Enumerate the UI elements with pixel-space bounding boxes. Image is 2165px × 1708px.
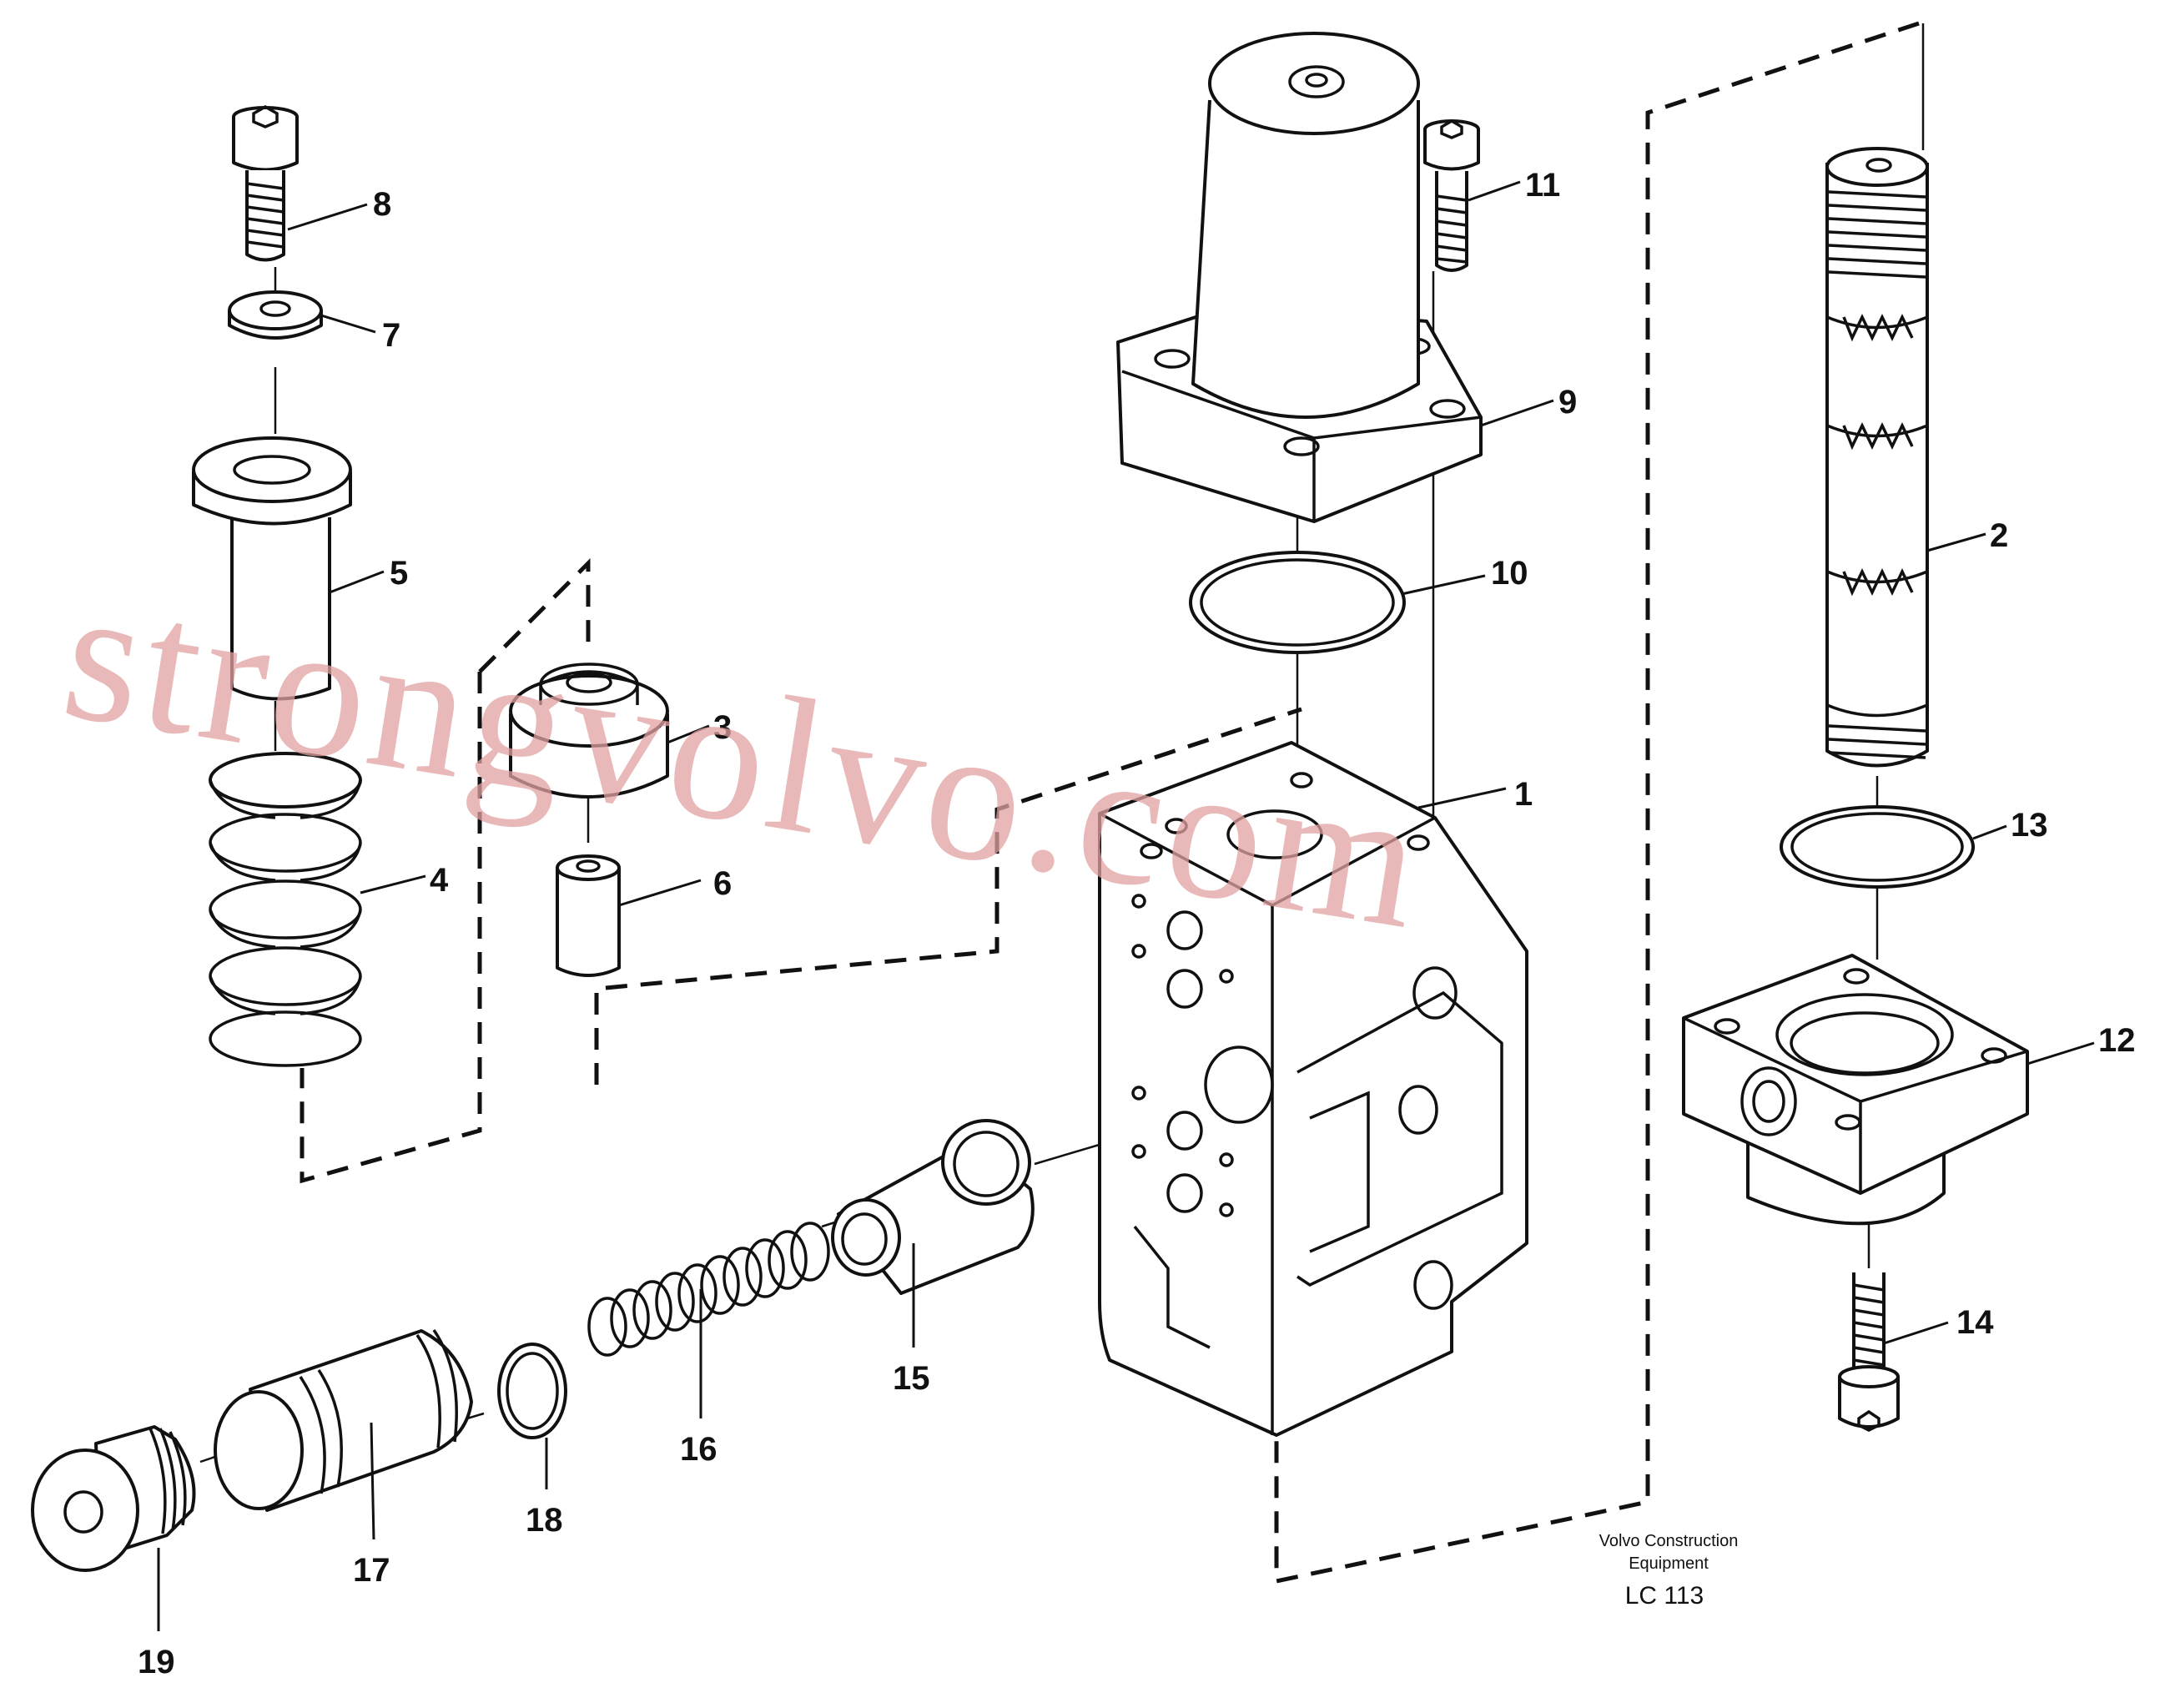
callout-label: 19: [138, 1644, 175, 1680]
part-9-solenoid-cover: [1116, 32, 1483, 523]
caption-maker: Volvo Construction: [1599, 1532, 1739, 1550]
callout-label: 16: [680, 1431, 717, 1468]
part-1-valve-body: [1098, 741, 1528, 1437]
part-12-mounting-flange: [1682, 954, 2029, 1226]
callout-label: 13: [2011, 807, 2048, 844]
callout-label: 14: [1956, 1304, 1994, 1341]
part-6-pin: [556, 854, 621, 977]
callout-label: 18: [526, 1502, 563, 1539]
callout-label: 6: [713, 865, 732, 902]
callout-label: 10: [1491, 555, 1528, 592]
part-11-cap-screw: [1423, 118, 1480, 272]
part-18-o-ring: [497, 1343, 567, 1439]
callout-label: 2: [1990, 517, 2008, 554]
caption-maker-2: Equipment: [1629, 1554, 1709, 1573]
callout-label: 3: [713, 709, 732, 746]
drawing-caption: Volvo Construction Equipment LC 113: [1599, 1532, 1739, 1610]
part-17-spool: [214, 1329, 473, 1512]
part-19-plug: [31, 1425, 196, 1572]
part-7-washer: [228, 290, 323, 340]
part-3-sleeve: [509, 663, 669, 799]
callout-numbers: 1 2 3 4 5 6 7 8 9 10 11 12 13 14 15 16 1…: [138, 167, 2136, 1680]
part-2-solenoid-tube: [1825, 147, 1929, 768]
part-8-cap-screw: [232, 104, 299, 262]
caption-code: LC 113: [1625, 1582, 1704, 1610]
part-5-spring-guide: [192, 436, 352, 701]
callout-label: 7: [382, 317, 400, 354]
part-15-spool-sleeve: [831, 1119, 1035, 1295]
part-10-o-ring: [1189, 551, 1406, 654]
part-16-spring: [587, 1222, 830, 1357]
callout-label: 11: [1525, 167, 1560, 204]
dashed-group-lines: [300, 21, 1920, 1585]
callout-label: 12: [2098, 1022, 2136, 1059]
callout-label: 4: [430, 862, 449, 899]
part-14-cap-screw: [1838, 1272, 1900, 1432]
part-4-spring: [209, 752, 362, 1067]
callout-label: 17: [353, 1552, 390, 1589]
callout-label: 5: [390, 555, 408, 592]
leader-lines: [157, 180, 2095, 1631]
callout-label: 1: [1514, 776, 1533, 813]
callout-label: 15: [893, 1360, 930, 1397]
callout-label: 8: [373, 186, 391, 223]
callout-label: 9: [1558, 384, 1577, 421]
part-13-o-ring: [1780, 805, 1975, 889]
